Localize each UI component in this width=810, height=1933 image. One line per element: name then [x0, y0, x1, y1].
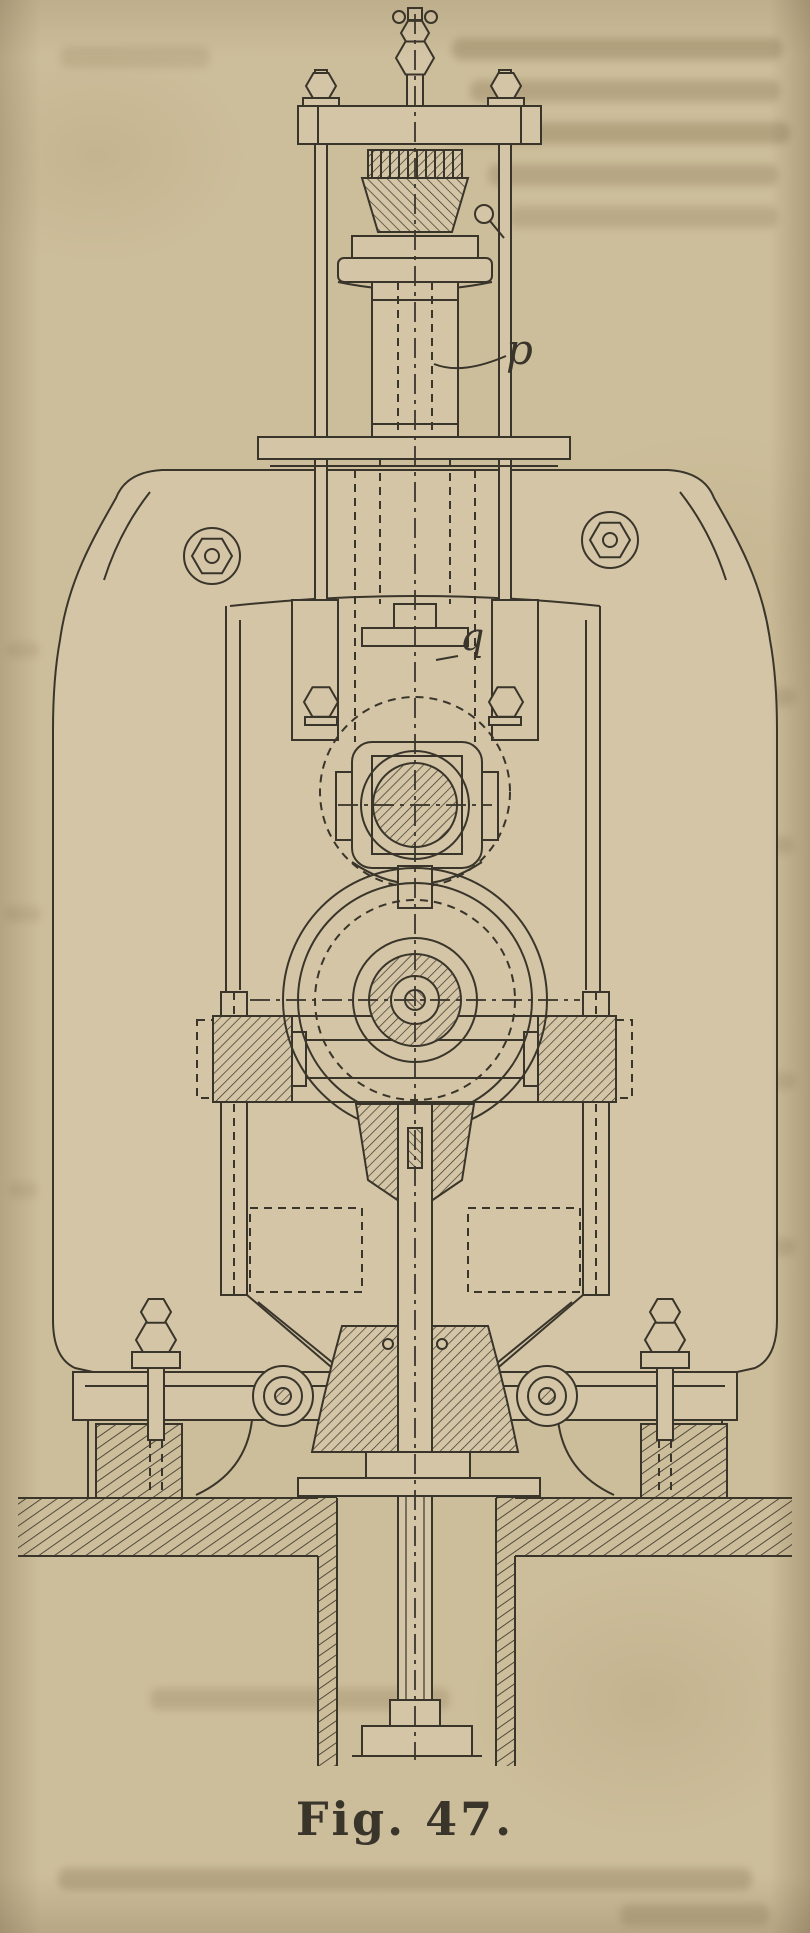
anchor-bolts — [131, 1298, 690, 1492]
ground-section — [18, 1497, 792, 1766]
crosshead-mechanism — [291, 459, 539, 909]
label-p-leader-line — [433, 355, 507, 370]
label-p: p — [506, 325, 533, 374]
body-corner-bolts — [183, 511, 639, 585]
label-q: q — [460, 615, 484, 659]
ink-bleed-line — [620, 1904, 770, 1926]
arm-assembly — [196, 1015, 633, 1103]
ink-bleed-line — [488, 164, 778, 186]
ink-bleed-line — [4, 906, 42, 922]
centerlines — [250, 14, 580, 1760]
ink-bleed-line — [60, 46, 210, 68]
ink-bleed-line — [470, 80, 780, 102]
ink-bleed-line — [58, 1868, 752, 1890]
tie-rods — [314, 69, 512, 703]
ink-bleed-line — [6, 642, 40, 658]
part-labels: p q — [433, 325, 533, 661]
ink-bleed-line — [452, 38, 782, 60]
ink-bleed-line — [150, 1688, 450, 1710]
ink-bleed-line — [508, 206, 778, 228]
label-q-leader-line — [435, 655, 459, 661]
ink-bleed-line — [8, 1182, 38, 1198]
figure-caption: Fig. 47. — [295, 1792, 515, 1846]
